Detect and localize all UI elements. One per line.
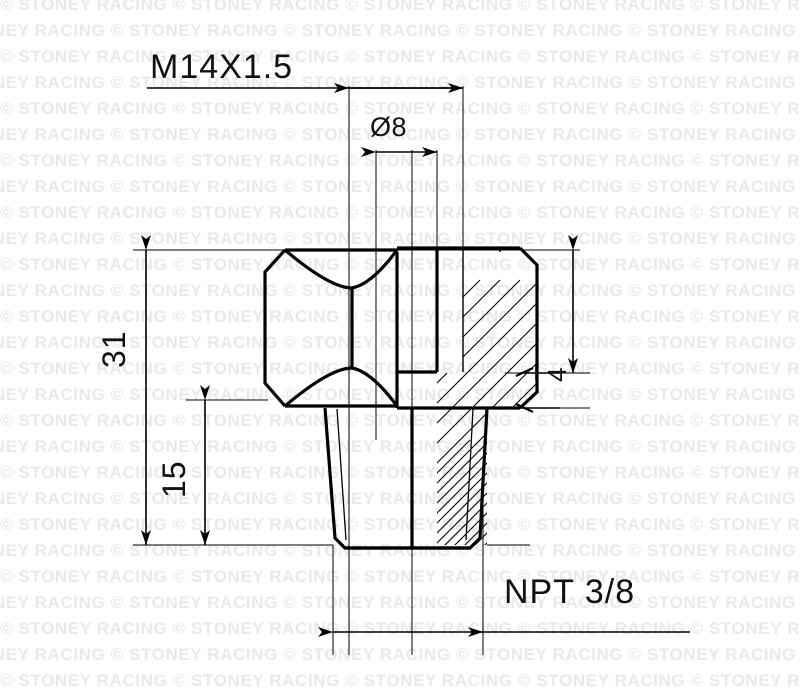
hex-body <box>263 248 399 408</box>
lower-thread <box>323 407 489 550</box>
section-hatching <box>437 279 537 545</box>
dim-bore <box>361 147 438 250</box>
dimension-label-height-31: 31 <box>96 330 132 368</box>
dimension-label-npt: NPT 3/8 <box>504 573 636 611</box>
detail-marks <box>462 248 501 372</box>
dimension-label-height-15: 15 <box>156 460 192 498</box>
thread-minor-lines <box>336 408 474 541</box>
dimension-label-bore-diameter: Ø8 <box>370 112 408 142</box>
lower-section-hatching <box>437 439 487 545</box>
dimension-label-thickness-4: 4 <box>542 367 572 382</box>
dimension-label-m14: M14X1.5 <box>150 48 294 86</box>
